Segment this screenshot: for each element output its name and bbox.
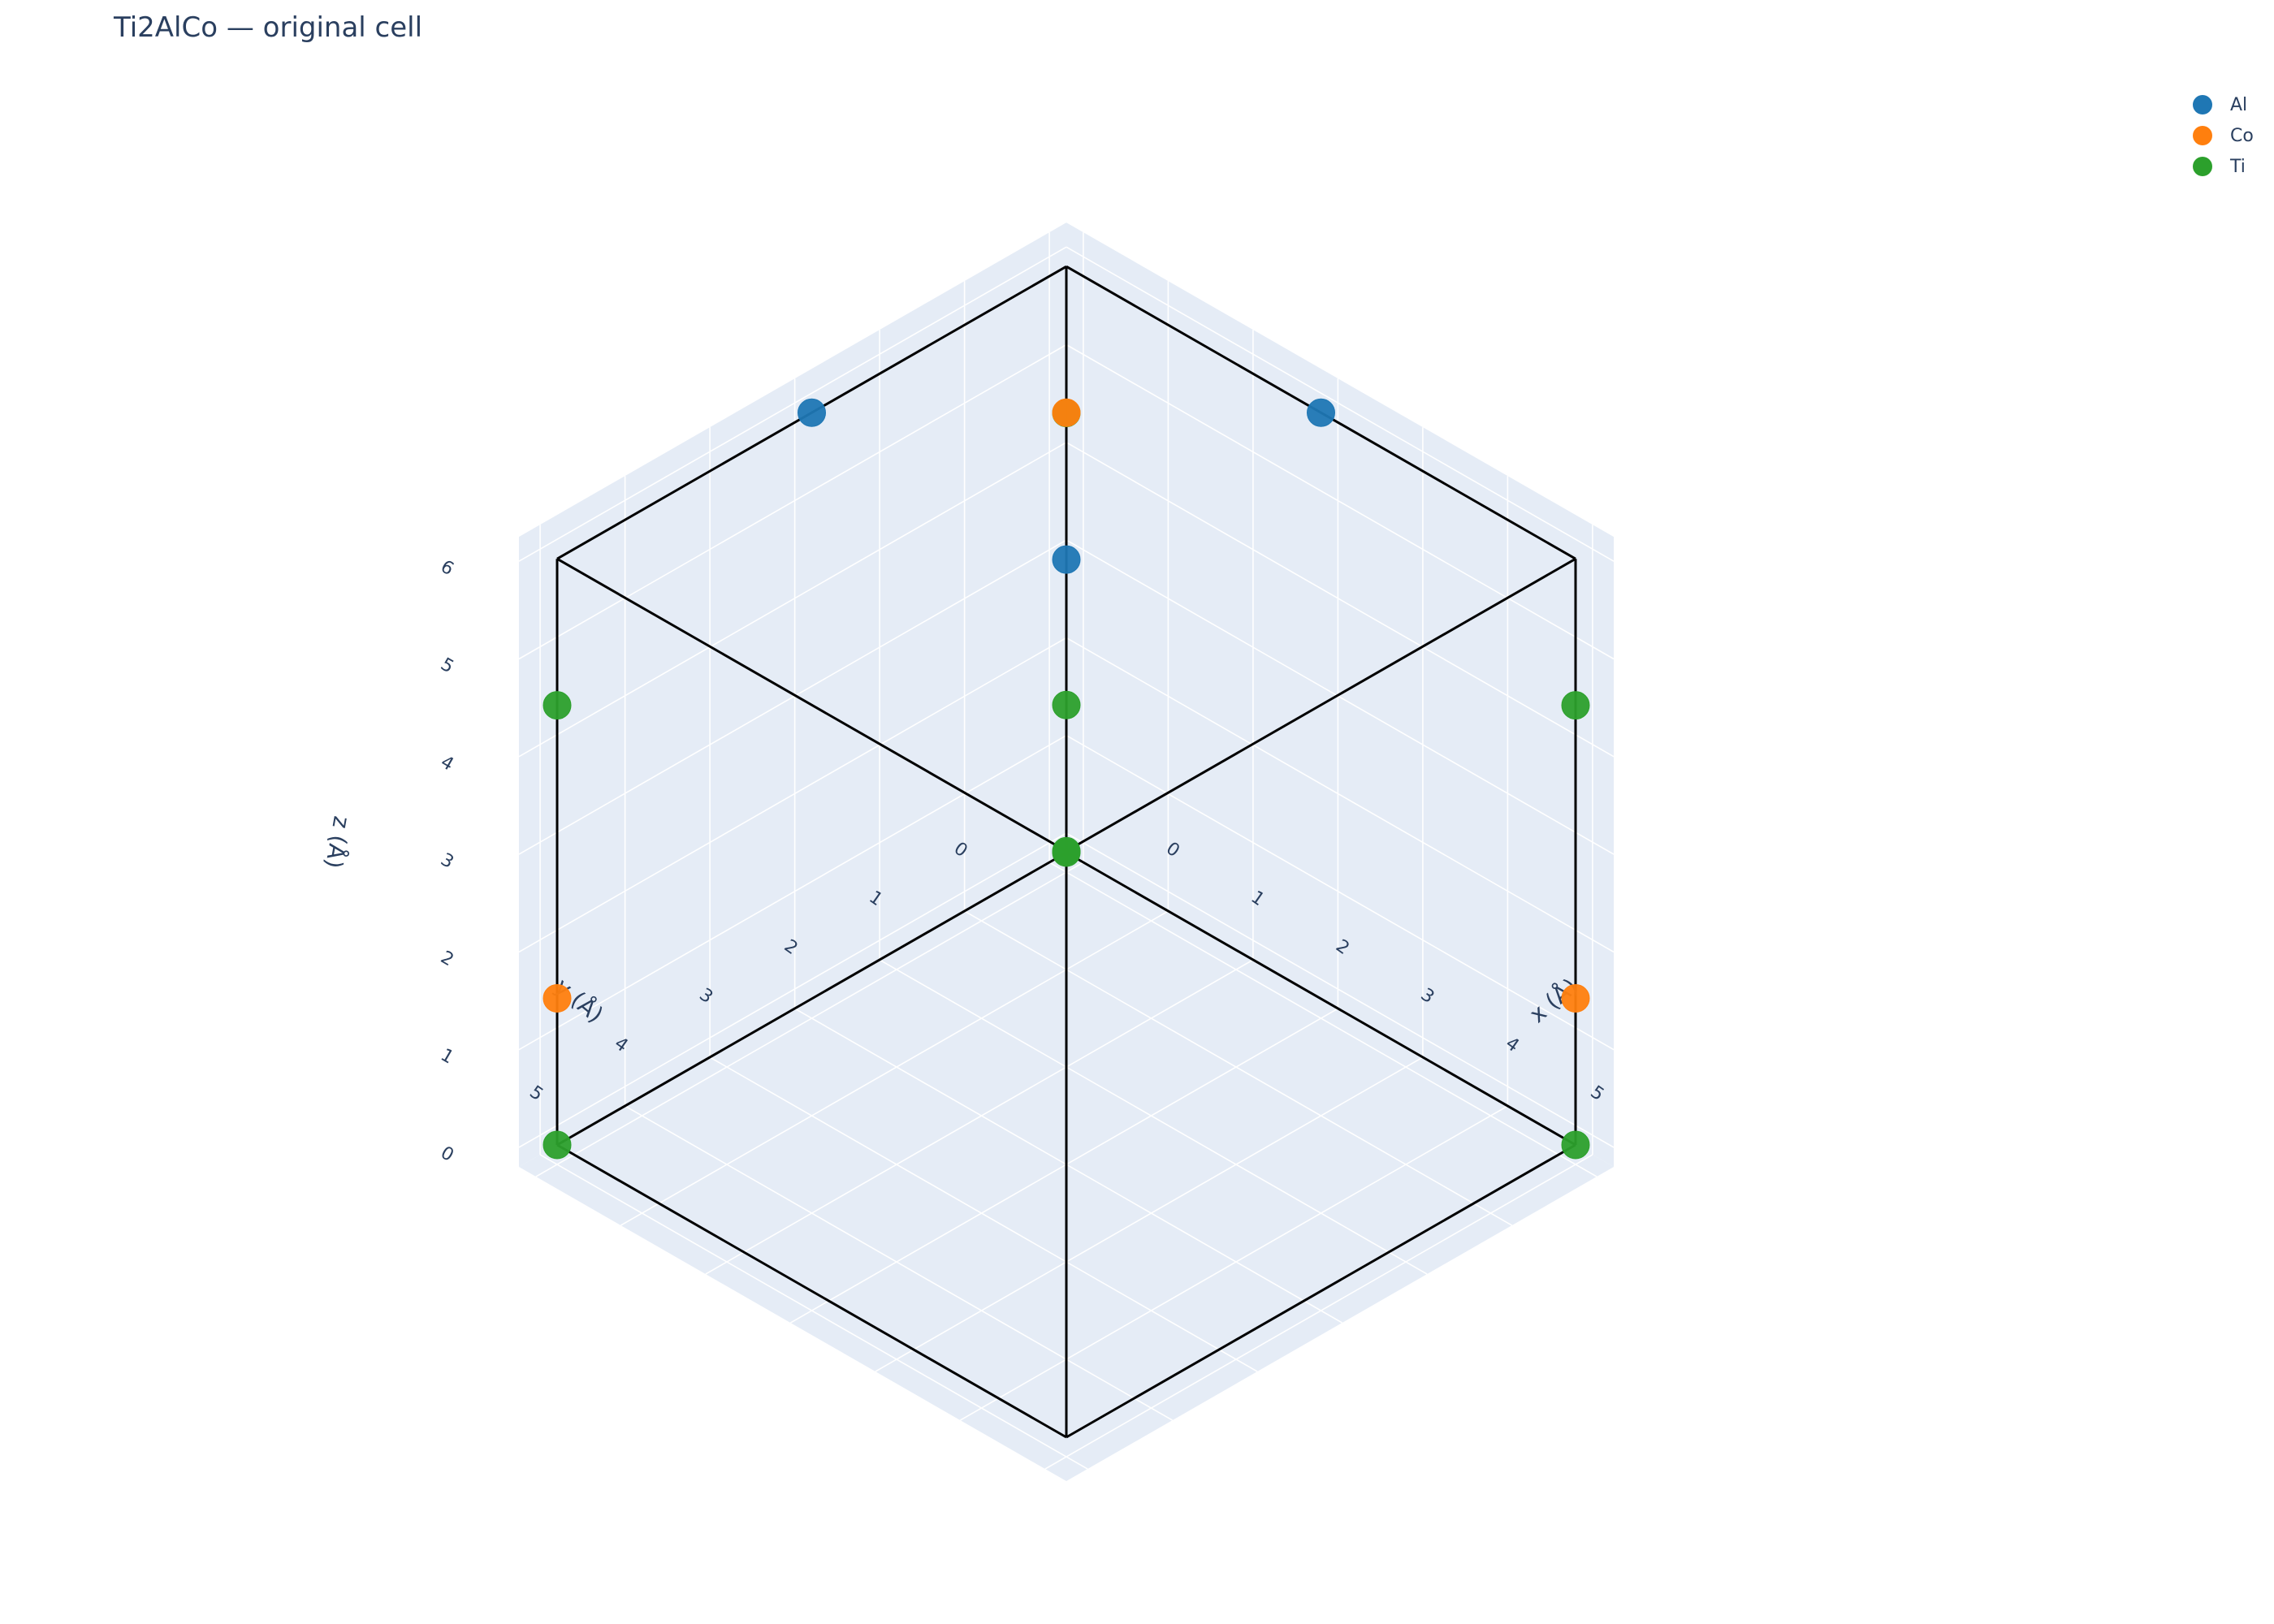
gridline <box>625 1105 1174 1421</box>
gridline <box>1066 343 1615 660</box>
legend-swatch <box>2193 126 2212 145</box>
atom-marker-ti[interactable] <box>1561 691 1590 720</box>
gridline <box>794 1008 1343 1324</box>
cell-edge <box>1066 851 1576 1147</box>
gridline <box>1066 442 1615 758</box>
z-axis-title: z (Å) <box>320 814 357 871</box>
gridline <box>709 1056 1258 1372</box>
gridline <box>518 637 1067 953</box>
gridline <box>518 343 1067 660</box>
gridline <box>518 442 1067 758</box>
atom-marker-ti[interactable] <box>543 1130 572 1160</box>
atom-marker-ti[interactable] <box>543 691 572 720</box>
cell-edge <box>1066 557 1576 853</box>
cell-edge <box>556 1143 1067 1439</box>
atom-marker-co[interactable] <box>1052 398 1081 427</box>
atom-marker-al[interactable] <box>1307 398 1335 427</box>
gridline <box>1066 246 1615 562</box>
z-tick-label: 5 <box>437 654 457 678</box>
z-tick-label: 4 <box>437 752 457 775</box>
legend-swatch <box>2193 157 2212 176</box>
cell-edge <box>1066 1143 1576 1439</box>
legend-swatch <box>2193 95 2212 114</box>
gridline <box>518 246 1067 562</box>
legend-item-ti[interactable]: Ti <box>2193 151 2254 182</box>
gridline <box>1066 637 1615 953</box>
atom-marker-co[interactable] <box>543 984 572 1013</box>
gridline <box>518 832 1067 1148</box>
z-tick-label: 1 <box>437 1045 457 1069</box>
atom-markers <box>543 398 1590 1160</box>
gridline <box>1066 539 1615 855</box>
atom-marker-ti[interactable] <box>1052 690 1081 719</box>
gridline <box>964 910 1513 1226</box>
gridline <box>875 1056 1424 1372</box>
gridline <box>879 959 1428 1275</box>
gridline <box>1044 1154 1593 1470</box>
gridline <box>518 539 1067 855</box>
z-tick-label: 0 <box>437 1142 457 1166</box>
chart-title: Ti2AlCo — original cell <box>114 11 423 44</box>
gridlines <box>518 232 1615 1470</box>
atom-marker-ti[interactable] <box>1561 1130 1590 1160</box>
atom-marker-al[interactable] <box>798 398 826 427</box>
legend-label: Ti <box>2230 156 2246 177</box>
gridline <box>620 910 1169 1226</box>
legend-label: Al <box>2230 94 2248 115</box>
z-tick-label: 6 <box>437 556 457 580</box>
gridline <box>518 735 1067 1051</box>
cell-edge <box>556 557 1067 853</box>
legend-item-al[interactable]: Al <box>2193 89 2254 120</box>
z-tick-label: 3 <box>437 849 457 873</box>
atom-marker-ti[interactable] <box>1052 836 1081 866</box>
gridline <box>959 1105 1508 1421</box>
legend-item-co[interactable]: Co <box>2193 120 2254 151</box>
atom-marker-co[interactable] <box>1561 984 1590 1013</box>
gridline <box>535 862 1084 1177</box>
gridline <box>789 1008 1338 1324</box>
gridline <box>1066 832 1615 1148</box>
gridline <box>705 959 1254 1275</box>
gridline <box>539 1154 1088 1470</box>
z-tick-label: 2 <box>437 948 457 971</box>
gridline <box>1066 735 1615 1051</box>
cell-edge <box>556 851 1067 1147</box>
gridline <box>1048 862 1597 1177</box>
legend-label: Co <box>2230 125 2254 146</box>
atom-marker-al[interactable] <box>1052 545 1081 574</box>
